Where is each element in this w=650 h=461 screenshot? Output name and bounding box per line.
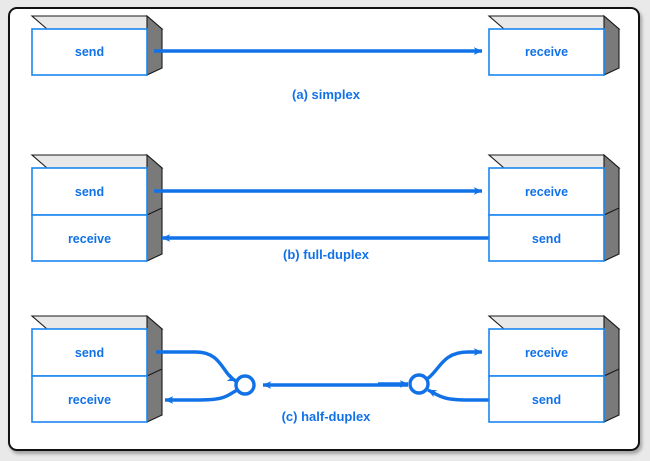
box-label: send [75,185,104,199]
box-label: send [532,393,561,407]
halfduplex-right-box: receive send [487,314,621,423]
fullduplex-right-box: receive send [487,153,621,262]
halfduplex-left-box: send receive [30,314,164,423]
box-label: send [75,45,104,59]
left-junction-icon [234,374,256,396]
box-label: send [532,232,561,246]
fullduplex-left-box: send receive [30,153,164,262]
box-label: receive [525,346,568,360]
section-simplex: send receive (a) simplex [30,14,621,102]
box-label: receive [525,45,568,59]
diagram-page: send receive (a) simplex send receive [8,7,640,451]
caption-simplex: (a) simplex [292,87,361,102]
box-label: send [75,346,104,360]
caption-full-duplex: (b) full-duplex [283,247,370,262]
caption-half-duplex: (c) half-duplex [282,409,372,424]
simplex-right-box: receive [487,14,621,76]
section-full-duplex: send receive receive send (b) full-duple… [30,153,621,262]
right-junction-icon [408,373,430,395]
box-label: receive [68,232,111,246]
section-half-duplex: send receive receive send (c) half [30,314,621,424]
link-halfduplex-right-send-to-junction [427,388,489,402]
transmission-modes-diagram: send receive (a) simplex send receive [30,14,621,424]
link-halfduplex-junction-to-left-receive [164,388,238,404]
simplex-left-box: send [30,14,164,76]
box-label: receive [525,185,568,199]
link-halfduplex-junction-to-right-receive [425,348,483,381]
box-label: receive [68,393,111,407]
link-halfduplex-left-send-to-junction [156,350,237,383]
